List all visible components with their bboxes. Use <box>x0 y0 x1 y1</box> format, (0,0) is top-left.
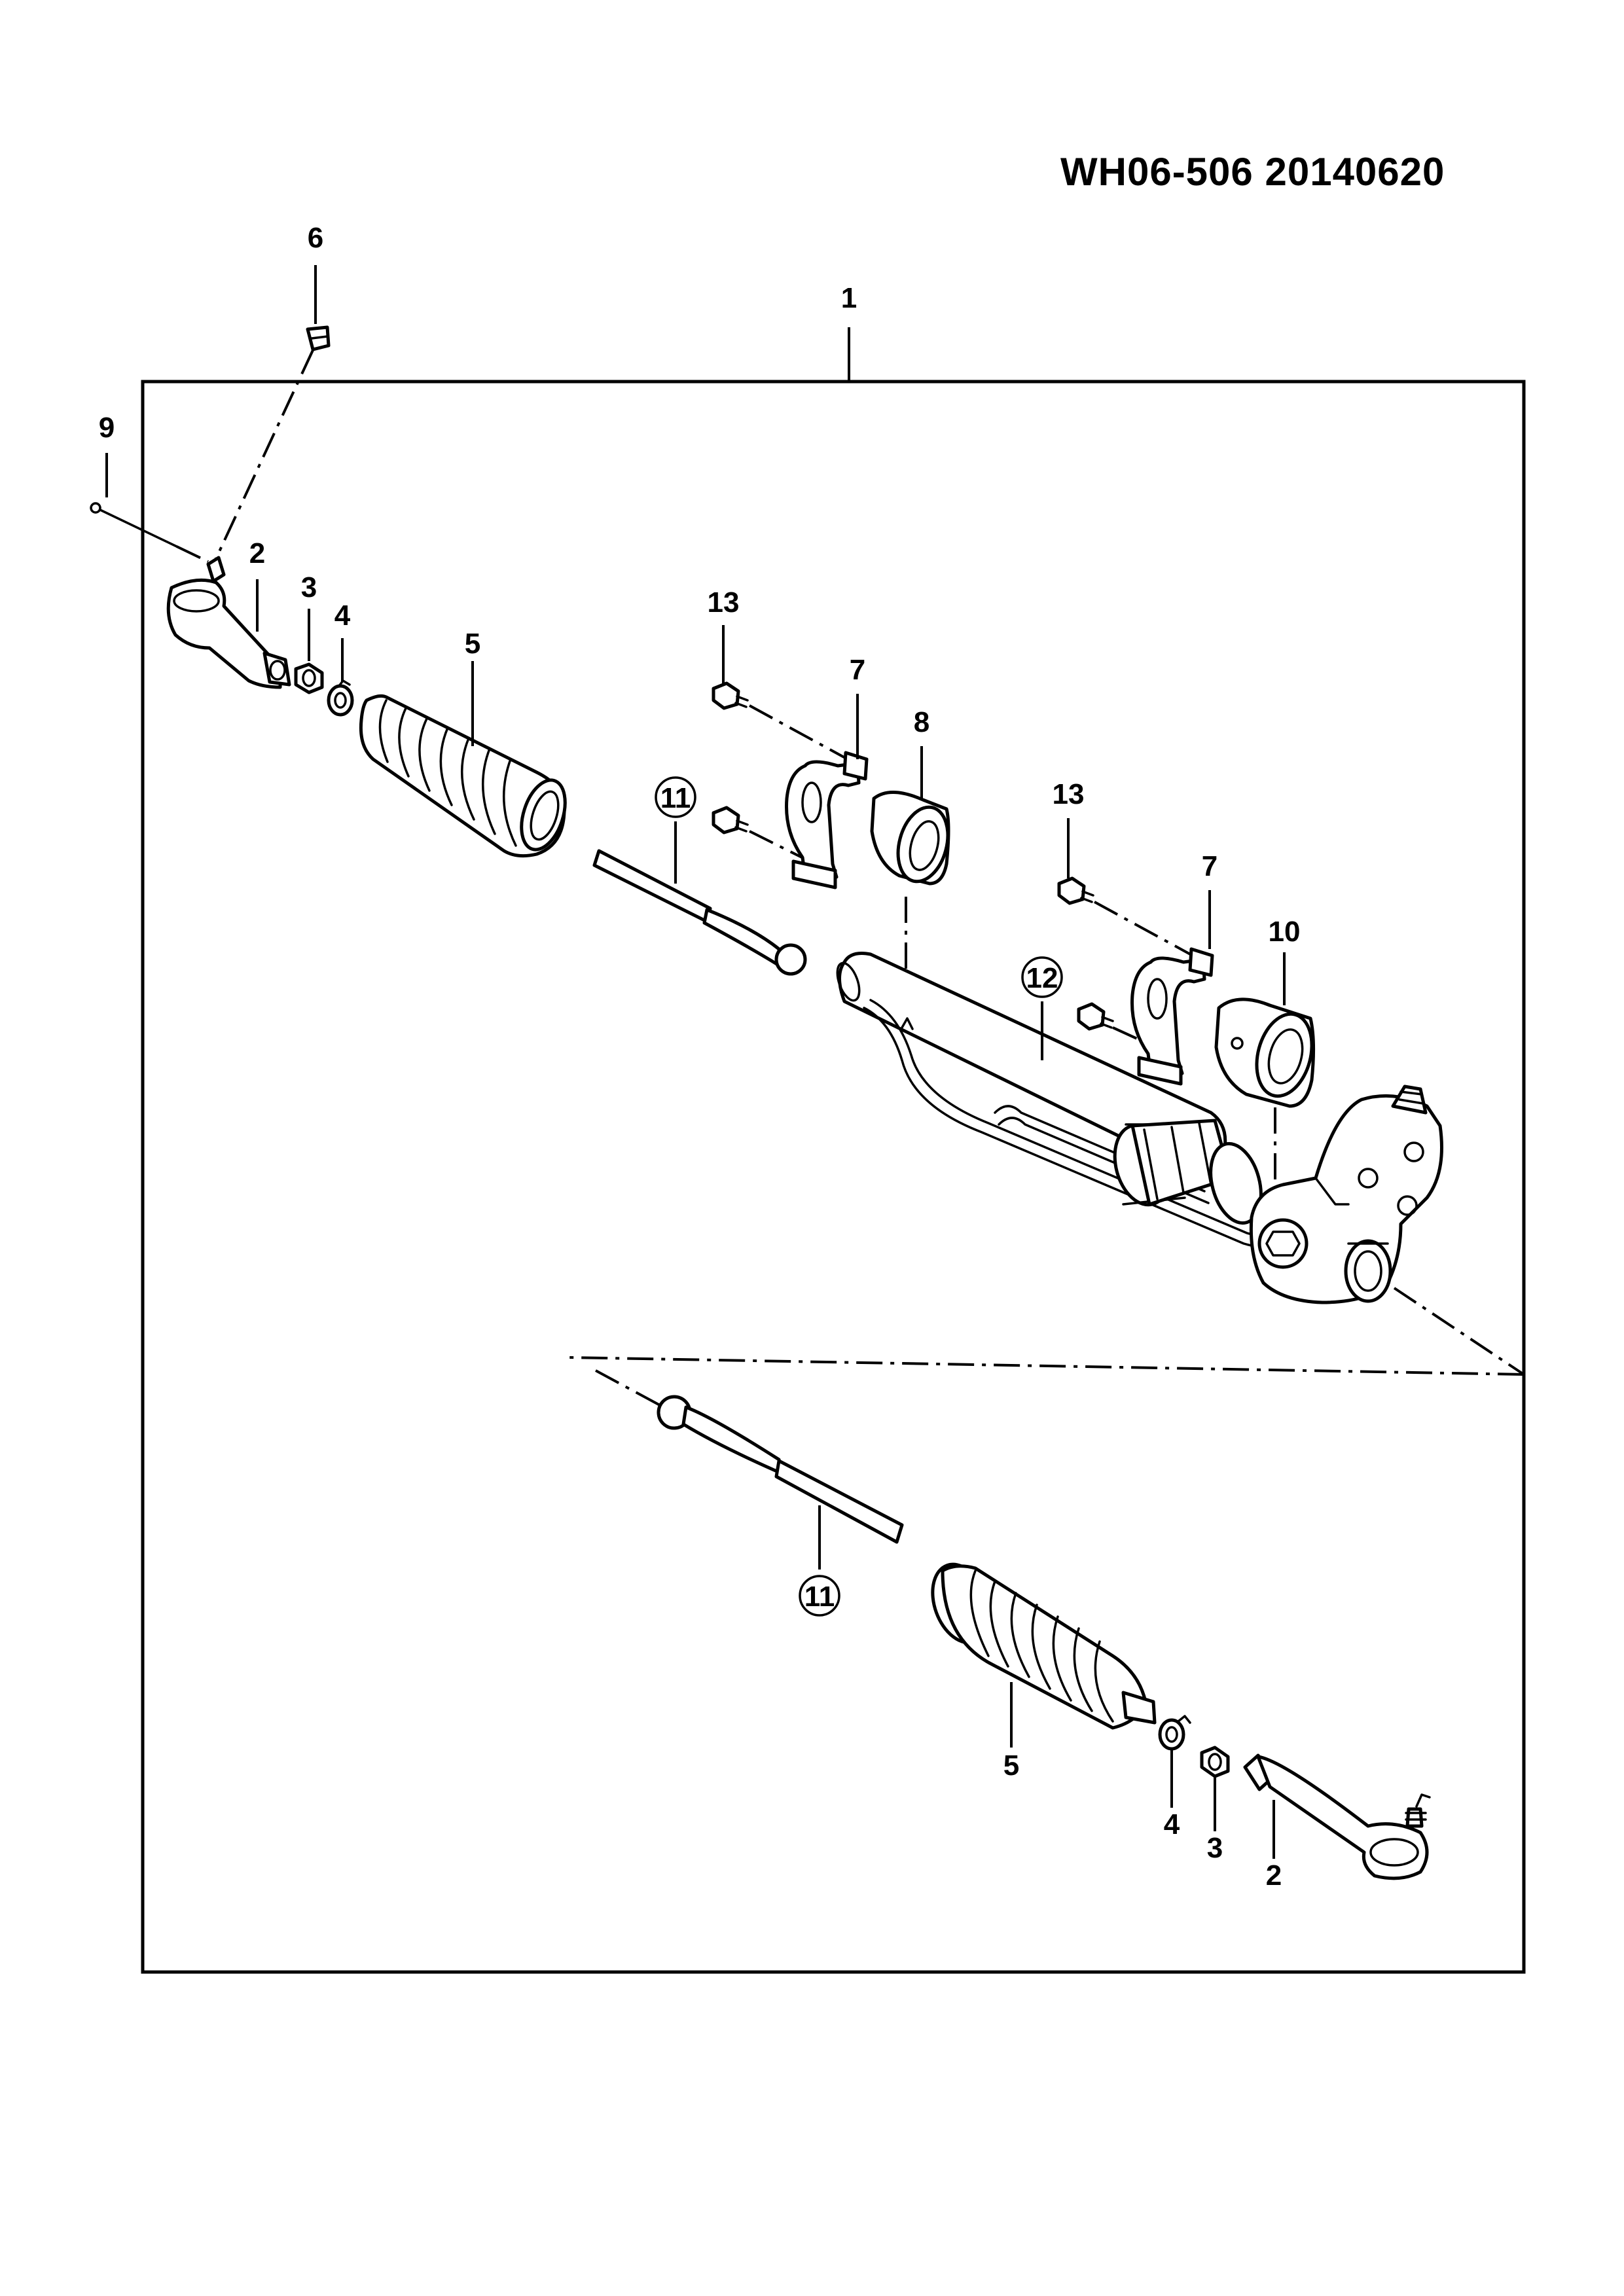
bracket-left <box>785 751 869 889</box>
callout-6: 6 <box>308 222 323 254</box>
assembly-frame <box>141 380 1526 1974</box>
grease-fitting-6 <box>306 265 331 351</box>
callout-4-left: 4 <box>334 600 351 632</box>
callout-5-lower: 5 <box>1003 1749 1019 1782</box>
callout-3-left: 3 <box>301 571 317 603</box>
callout-2-lower: 2 <box>1266 1859 1282 1892</box>
callout-7-right: 7 <box>1202 850 1218 882</box>
callout-2-left: 2 <box>249 537 265 569</box>
rack-housing-12 <box>836 952 1443 1304</box>
callout-13-right: 13 <box>1053 778 1085 810</box>
document-code: WH06-506 20140620 <box>1060 150 1445 194</box>
bracket-right <box>1130 947 1214 1086</box>
clamp-lower <box>1158 1715 1191 1751</box>
callout-9: 9 <box>99 412 115 444</box>
cotter-pin-9 <box>90 453 178 548</box>
boot-left <box>359 694 567 858</box>
callout-10: 10 <box>1269 916 1301 948</box>
callout-5-left: 5 <box>465 628 480 660</box>
callout-3-lower: 3 <box>1207 1832 1223 1864</box>
bushing-8 <box>870 791 950 886</box>
bushing-10 <box>1214 997 1316 1108</box>
nut-left <box>294 662 324 694</box>
tie-rod-end-left <box>166 556 291 689</box>
callout-7-left: 7 <box>850 654 865 686</box>
inner-tie-rod-upper <box>592 849 807 976</box>
bolt-13-b <box>712 806 749 834</box>
callout-13-upper: 13 <box>708 586 740 619</box>
boot-lower <box>931 1562 1157 1730</box>
callout-11-upper: 11 <box>660 782 691 814</box>
callout-4-lower: 4 <box>1164 1808 1180 1840</box>
bolt-13-d <box>1077 1002 1114 1031</box>
clamp-left <box>327 679 354 717</box>
nut-lower <box>1200 1746 1230 1778</box>
callout-12: 12 <box>1026 962 1058 994</box>
bolt-13-c <box>1057 876 1094 905</box>
inner-tie-rod-lower <box>657 1395 904 1544</box>
bolt-13-a <box>712 681 749 710</box>
tie-rod-end-right <box>1243 1753 1431 1880</box>
callout-1: 1 <box>841 282 857 314</box>
callout-8: 8 <box>914 706 929 738</box>
callout-11-lower: 11 <box>804 1581 835 1613</box>
